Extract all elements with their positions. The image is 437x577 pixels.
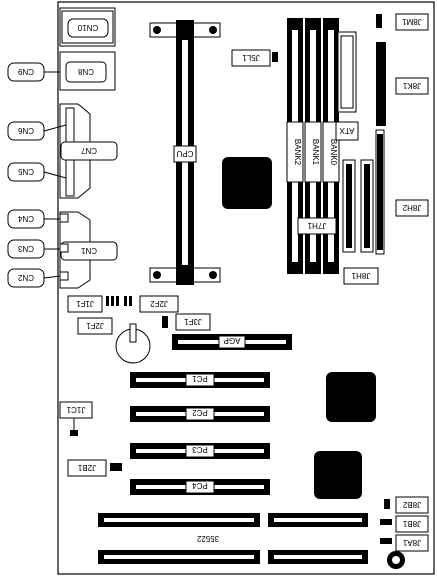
j7h1-jumper: J7H1 bbox=[297, 217, 337, 235]
atx-connector: ATX bbox=[335, 31, 359, 141]
j2b1-jumper: J2B1 bbox=[67, 459, 122, 477]
cn4-label: CN4 bbox=[17, 214, 34, 223]
pci-slot-4: PC4 bbox=[130, 479, 270, 495]
j8b1-jumper: J8B1 bbox=[380, 515, 429, 533]
j8m1-jumper: J8M1 bbox=[376, 13, 429, 31]
cn4-connector: CN4 bbox=[7, 209, 60, 229]
j8b1-label: J8B1 bbox=[402, 519, 421, 528]
j3f1-jumper: J3F1 bbox=[162, 313, 211, 331]
board-outline bbox=[57, 1, 435, 575]
bank2-label: BANK2 bbox=[293, 139, 302, 166]
j1c1-jumper: J1C1 bbox=[59, 401, 93, 436]
cn2-label: CN2 bbox=[17, 273, 34, 282]
j2f1-jumper: J2F1 bbox=[77, 317, 113, 335]
chip-north bbox=[222, 157, 272, 209]
chip-io bbox=[314, 451, 362, 499]
isa-slot-1 bbox=[98, 513, 368, 527]
cn6-connector: CN6 bbox=[7, 121, 67, 141]
cn9-label: CN9 bbox=[17, 67, 34, 76]
j8b2-label: J8B2 bbox=[402, 500, 421, 509]
isa-slot-2 bbox=[98, 550, 368, 564]
cn10-label: CN10 bbox=[77, 23, 98, 32]
pci-slot-1: PC1 bbox=[130, 372, 270, 388]
cn8-connector: CN8 bbox=[59, 51, 116, 91]
j2f2-label: J2F2 bbox=[150, 299, 168, 308]
j2b1-label: J2B1 bbox=[77, 463, 96, 472]
cn3-label: CN3 bbox=[17, 244, 34, 253]
j7h1-label: J7H1 bbox=[307, 221, 326, 230]
pc2-label: PC2 bbox=[192, 408, 208, 417]
pc1-label: PC1 bbox=[192, 374, 208, 383]
cpu-slot: CPU bbox=[149, 20, 221, 285]
j2f1-label: J2F1 bbox=[86, 321, 104, 330]
cn7-connector: CN7 bbox=[59, 103, 118, 199]
j2f2-jumper: J2F2 bbox=[124, 295, 179, 313]
j8h1-label: J8H1 bbox=[351, 271, 370, 280]
j8a1-label: J8A1 bbox=[402, 538, 421, 547]
battery bbox=[115, 323, 151, 364]
j8h2-label: J8H2 bbox=[402, 203, 421, 212]
cn10-connector: CN10 bbox=[59, 7, 116, 47]
agp-label: AGP bbox=[224, 336, 241, 345]
cn3-connector: CN3 bbox=[7, 239, 60, 259]
pci-slot-3: PC3 bbox=[130, 443, 270, 459]
j5l1-jumper: J5L1 bbox=[231, 49, 278, 67]
atx-label: ATX bbox=[339, 126, 355, 135]
j8k1-label: J8K1 bbox=[402, 81, 421, 90]
model-number: 35522 bbox=[196, 534, 219, 543]
j1f1-label: J1F1 bbox=[76, 299, 94, 308]
j8h2-jumper: J8H2 bbox=[395, 199, 429, 217]
cn5-label: CN5 bbox=[17, 167, 34, 176]
cn5-connector: CN5 bbox=[7, 162, 67, 182]
j8b2-jumper: J8B2 bbox=[384, 496, 429, 514]
cn2-connector: CN2 bbox=[7, 268, 61, 288]
buzzer bbox=[387, 551, 405, 569]
pc4-label: PC4 bbox=[192, 481, 208, 490]
cpu-label: CPU bbox=[176, 149, 193, 158]
cn1-connector: CN1 bbox=[59, 211, 118, 289]
j8k1-header: J8K1 bbox=[376, 42, 429, 126]
j3f1-label: J3F1 bbox=[184, 317, 202, 326]
j1f1-jumper: J1F1 bbox=[67, 295, 119, 313]
pci-slot-2: PC2 bbox=[130, 406, 270, 422]
j5l1-label: J5L1 bbox=[242, 53, 260, 62]
j1c1-label: J1C1 bbox=[66, 405, 85, 414]
agp-slot: AGP bbox=[172, 334, 292, 350]
bank0-label: BANK0 bbox=[329, 139, 338, 166]
cn9-connector: CN9 bbox=[7, 62, 60, 82]
dimm-slots: BANK2 BANK1 BANK0 bbox=[286, 18, 340, 274]
chip-south bbox=[326, 372, 376, 422]
cn1-label: CN1 bbox=[80, 246, 97, 255]
j8m1-label: J8M1 bbox=[402, 17, 422, 26]
cn6-label: CN6 bbox=[17, 126, 34, 135]
cn7-label: CN7 bbox=[80, 146, 97, 155]
pc3-label: PC3 bbox=[192, 445, 208, 454]
cn8-label: CN8 bbox=[77, 67, 94, 76]
j8h1-header: J8H1 bbox=[342, 129, 385, 285]
j8a1-jumper: J8A1 bbox=[380, 534, 429, 552]
bank1-label: BANK1 bbox=[311, 139, 320, 166]
